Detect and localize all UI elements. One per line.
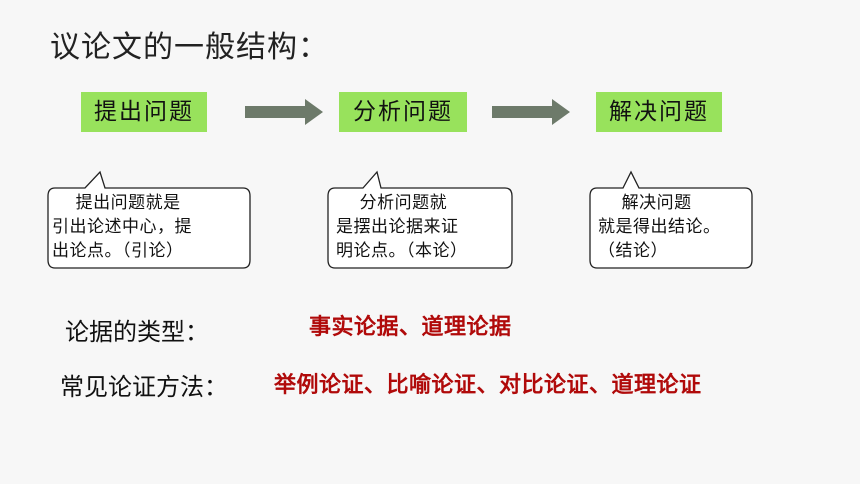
right-arrow-icon	[245, 99, 323, 125]
speech-bubble-solve	[589, 170, 753, 269]
bubble-text-raise: 提出问题就是 引出论述中心，提 出论点。（引论）	[52, 193, 192, 261]
methods-label: 常见论证方法：	[60, 373, 228, 401]
methods-value: 举例论证、比喻论证、对比论证、道理论证	[274, 373, 702, 398]
speech-bubble-raise	[47, 170, 251, 269]
right-arrow-icon	[492, 99, 570, 125]
bubble-text-solve: 解决问题 就是得出结论。 （结论）	[598, 193, 721, 261]
bubble-text-analyze: 分析问题就 是摆出论据来证 明论点。（本论）	[336, 193, 468, 261]
evidence-types-value: 事实论据、道理论据	[309, 315, 512, 340]
evidence-types-label: 论据的类型：	[65, 318, 209, 346]
speech-bubble-analyze	[327, 170, 513, 269]
step-solve-question: 解决问题	[596, 92, 722, 132]
step-raise-question: 提出问题	[81, 92, 207, 132]
slide-title: 议论文的一般结构：	[50, 30, 329, 65]
step-analyze-question: 分析问题	[339, 92, 467, 132]
